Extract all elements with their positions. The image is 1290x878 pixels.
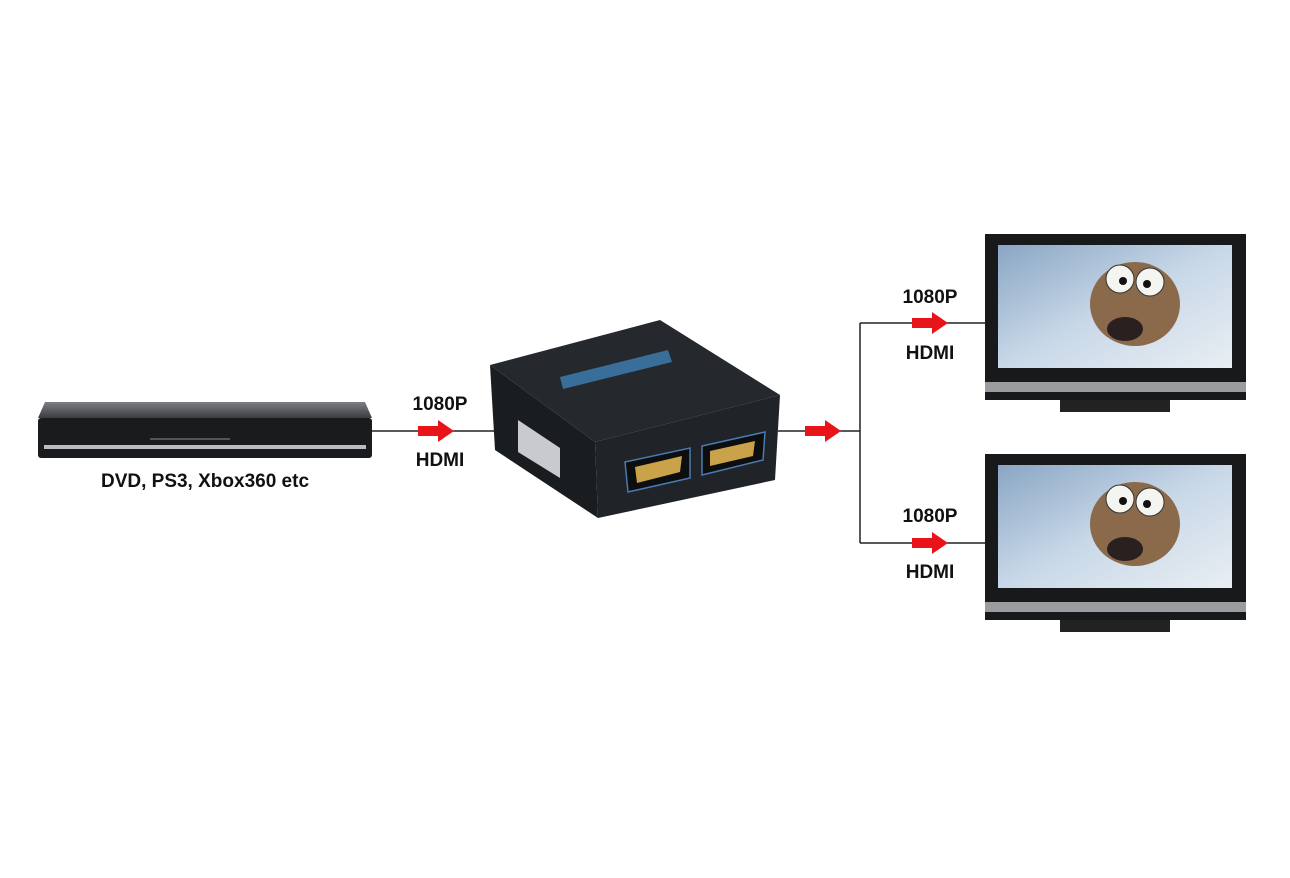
splitter-output-arrow-icon [805, 420, 841, 442]
output-2-arrow-icon [912, 532, 948, 554]
source-device-label: DVD, PS3, Xbox360 etc [100, 471, 310, 492]
tv-2-image [984, 453, 1247, 633]
dvd-player-image [38, 402, 372, 458]
input-resolution-label: 1080P [412, 394, 468, 415]
output-2-resolution-label: 1080P [902, 506, 958, 527]
hdmi-splitter-image [490, 320, 780, 518]
input-arrow-icon [418, 420, 454, 442]
tv-1-image [984, 233, 1247, 413]
output-1-resolution-label: 1080P [902, 287, 958, 308]
output-2-interface-label: HDMI [905, 562, 955, 583]
input-interface-label: HDMI [415, 450, 465, 471]
output-1-arrow-icon [912, 312, 948, 334]
output-1-interface-label: HDMI [905, 343, 955, 364]
